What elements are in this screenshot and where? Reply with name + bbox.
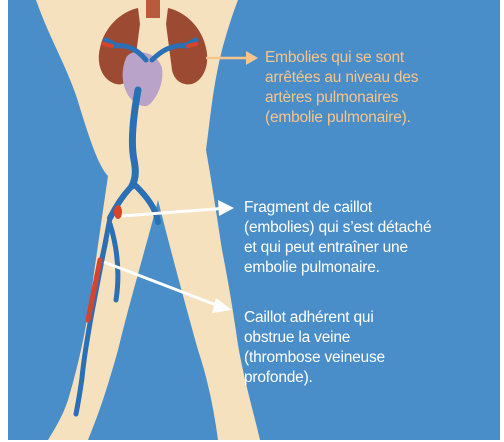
label-embolie-pulmonaire: Embolies qui se sont arrêtées au niveau … bbox=[265, 48, 495, 128]
label-caillot-adherent: Caillot adhérent qui obstrue la veine (t… bbox=[244, 308, 484, 388]
blue-background-panel: Embolies qui se sont arrêtées au niveau … bbox=[8, 0, 500, 440]
clot-fragment bbox=[114, 205, 122, 219]
trachea bbox=[146, 0, 160, 18]
label-fragment-caillot: Fragment de caillot (embolies) qui s’est… bbox=[244, 198, 494, 278]
